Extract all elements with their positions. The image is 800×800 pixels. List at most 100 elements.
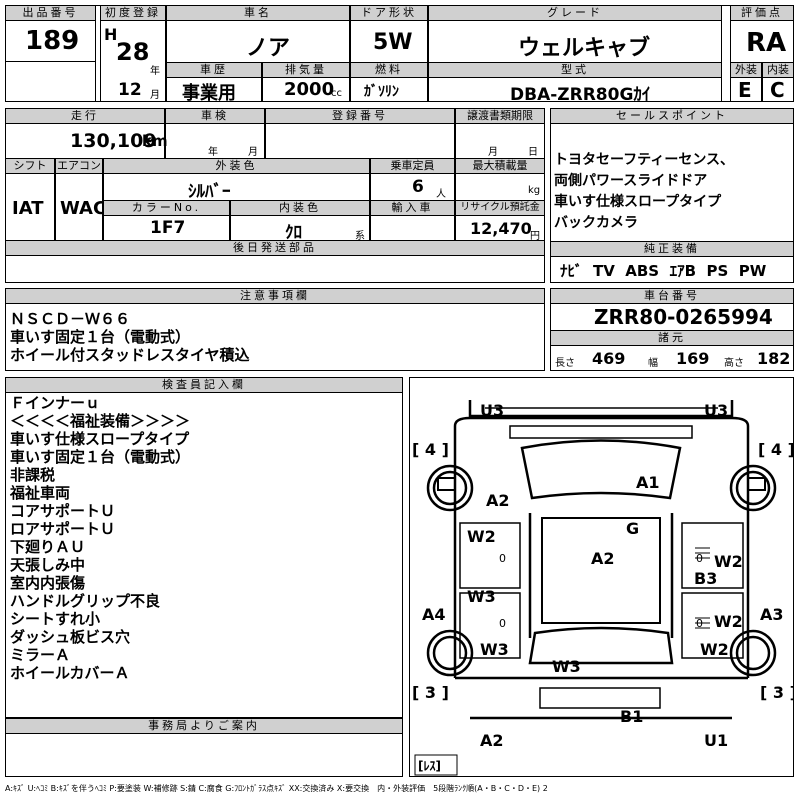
mark: U3 <box>704 401 728 420</box>
disp-header: 排気量 <box>262 62 350 78</box>
mark: A2 <box>480 731 504 750</box>
chassis-no: ZRR80-0265994 <box>594 305 773 329</box>
mark: W2 <box>714 552 743 571</box>
era: H <box>104 25 118 44</box>
transfer-month: 月 <box>488 147 498 158</box>
colorno-header: カラーNo. <box>103 200 230 216</box>
mileage-header: 走行 <box>5 108 165 124</box>
recycle-unit: 円 <box>530 231 540 242</box>
caution-header: 注意事項欄 <box>5 288 545 304</box>
shift: IAT <box>12 198 44 219</box>
lot-no-lower <box>5 61 96 102</box>
ext-header: 外装 <box>730 62 762 78</box>
mark: A2 <box>591 549 615 568</box>
fuel: ｶﾞｿﾘﾝ <box>364 84 399 100</box>
sales-line: 両側パワースライドドア <box>554 173 708 189</box>
car-outline-svg: U3 U3 [ 4 ] [ 4 ] A1 A2 G W2 A2 W2 B3 W3… <box>412 400 797 776</box>
equip-item: ｴｱB <box>669 262 697 280</box>
mark: W3 <box>467 587 496 606</box>
equip-item: PW <box>738 262 767 280</box>
ext-cell <box>730 77 762 102</box>
inspector-line: ホイールカバーＡ <box>10 664 130 682</box>
fuel-header: 燃料 <box>350 62 428 78</box>
mark: U1 <box>704 731 728 750</box>
equip-item: TV <box>592 262 615 280</box>
mark: B1 <box>620 707 643 726</box>
mark: W3 <box>552 657 581 676</box>
len-label: 長さ <box>555 358 575 369</box>
inspector-cell <box>5 392 403 718</box>
history: 事業用 <box>182 83 236 104</box>
len: 469 <box>592 349 626 368</box>
mark: A1 <box>636 473 660 492</box>
load-header: 最大積載量 <box>455 158 545 174</box>
grade-header: グレード <box>428 5 722 21</box>
inspector-line: 非課税 <box>10 466 56 484</box>
sales-line: 車いす仕様スロープタイプ <box>554 194 722 210</box>
mark: W2 <box>467 527 496 546</box>
office-header: 事務局よりご案内 <box>5 718 403 734</box>
inspector-line: ハンドルグリップ不良 <box>10 592 161 610</box>
transfer-day: 日 <box>528 147 538 158</box>
year-unit: 年 <box>150 66 160 77</box>
transfer-header: 譲渡書類期限 <box>455 108 545 124</box>
history-cell <box>166 77 262 102</box>
caution-line: ホイール付スタッドレスタイヤ積込 <box>10 346 250 364</box>
ac-header: エアコン <box>55 158 103 174</box>
parts-header: 後日発送部品 <box>5 240 545 256</box>
sales-header: セールスポイント <box>550 108 794 124</box>
shift-header: シフト <box>5 158 55 174</box>
inspector-line: コアサポートＵ <box>10 502 116 520</box>
mileage-unit: km <box>142 132 168 150</box>
parts-cell <box>5 255 545 283</box>
office-cell <box>5 733 403 777</box>
mark: A3 <box>760 605 784 624</box>
capacity: 6 <box>412 177 424 197</box>
chassis-header: 車台番号 <box>550 288 794 304</box>
intcolor-unit: 系 <box>355 231 365 242</box>
shaken-header: 車検 <box>165 108 265 124</box>
hei: 182 <box>757 349 791 368</box>
year: 28 <box>116 38 150 66</box>
caution-line: ＮＳＣＤ－Ｗ６６ <box>10 310 131 328</box>
regno-header: 登録番号 <box>265 108 455 124</box>
regno-cell <box>265 123 455 159</box>
capacity-header: 乗車定員 <box>370 158 455 174</box>
shaken-year: 年 <box>208 147 218 158</box>
res-box <box>414 754 458 776</box>
inspector-header: 検査員記入欄 <box>5 377 403 393</box>
mark: G <box>626 519 639 538</box>
legend: A:ｷｽﾞ U:ﾍｺﾐ B:ｷｽﾞを伴うﾍｺﾐ P:要塗装 W:補修跡 S:錆 … <box>5 784 548 793</box>
score-header: 評価点 <box>730 5 794 21</box>
mark: U3 <box>480 401 504 420</box>
spec-header: 諸元 <box>550 330 794 346</box>
import-cell <box>370 215 455 241</box>
color: ｼﾙﾊﾞｰ <box>188 182 231 202</box>
colorno: 1F7 <box>150 218 186 238</box>
mark: W3 <box>480 640 509 659</box>
equip-item: ﾅﾋﾞ <box>560 262 583 280</box>
caution-lines: ＮＳＣＤ－Ｗ６６ 車いす固定１台（電動式） ホイール付スタッドレスタイヤ積込 <box>10 310 250 364</box>
spec-cell <box>550 345 794 371</box>
month-unit: 月 <box>150 90 160 101</box>
color-cell <box>103 173 370 201</box>
intcolor-header: 内装色 <box>230 200 370 216</box>
score: RA <box>746 28 787 58</box>
mark: A2 <box>486 491 510 510</box>
equip-header: 純正装備 <box>550 241 794 257</box>
int-cell <box>762 77 794 102</box>
int: C <box>770 78 785 102</box>
grade: ウェルキャブ <box>518 36 651 61</box>
recycle-header: リサイクル預託金 <box>455 200 545 216</box>
month: 12 <box>118 80 142 100</box>
inspector-line: 天張しみ中 <box>10 556 86 574</box>
disp: 2000 <box>284 79 335 100</box>
mark: [ 3 ] <box>412 683 449 702</box>
history-header: 車歴 <box>166 62 262 78</box>
lot-no: 189 <box>25 26 80 56</box>
mark: [ 3 ] <box>760 683 793 702</box>
wid-label: 幅 <box>648 358 658 369</box>
model: DBA-ZRR80Gｶｲ <box>510 85 651 105</box>
sales-line: トヨタセーフティーセンス、 <box>554 152 735 168</box>
mark: [ 4 ] <box>758 440 793 459</box>
